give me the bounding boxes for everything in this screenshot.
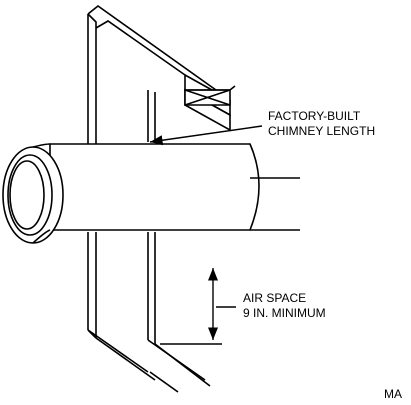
- chimney-leader: [149, 125, 263, 146]
- air-space-dimension: [160, 268, 236, 345]
- wall-framing: [87, 4, 231, 393]
- air-space-label-line1: AIR SPACE: [243, 291, 306, 305]
- chimney-pipe: [2, 143, 300, 244]
- air-space-label-line2: 9 IN. MINIMUM: [243, 306, 326, 320]
- chimney-label-line2: CHIMNEY LENGTH: [268, 124, 375, 138]
- corner-code: MA: [384, 387, 402, 400]
- chimney-label-line1: FACTORY-BUILT: [268, 109, 361, 123]
- header-box: [184, 73, 236, 132]
